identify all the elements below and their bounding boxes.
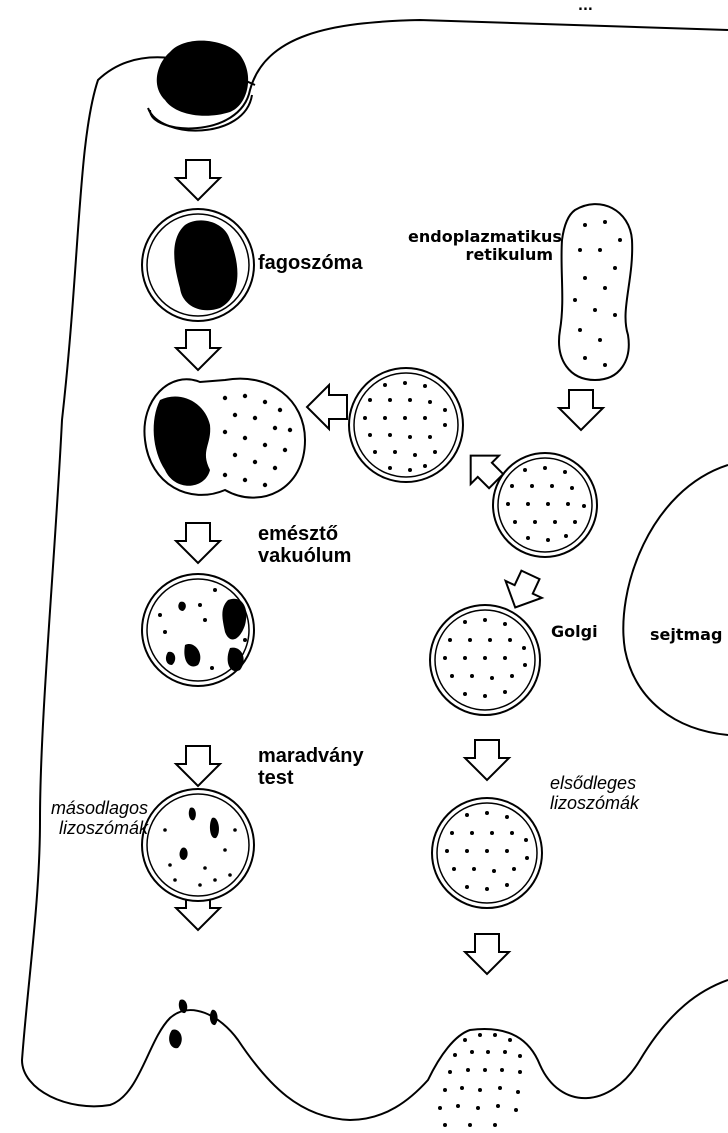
primary-lysosome-lower	[432, 798, 542, 908]
arrow-down-1	[176, 160, 220, 200]
golgi-derived-vesicle	[430, 605, 540, 715]
engulfed-particle	[157, 41, 248, 116]
phagosome	[142, 209, 254, 321]
primary-lysosome-upper	[349, 368, 463, 482]
arrow-down-2	[176, 330, 220, 370]
label-digestive-vacuole: emésztő vakuólum	[258, 523, 351, 568]
label-nucleus: sejtmag	[650, 626, 722, 644]
arrow-down-3	[176, 523, 220, 563]
excreted-remnants	[169, 999, 217, 1048]
endoplasmic-reticulum	[559, 204, 632, 380]
header-fragment: ...	[578, 0, 593, 15]
label-primary-lysosomes: elsődleges lizoszómák	[550, 773, 639, 813]
label-residual-body: maradvány test	[258, 745, 364, 790]
label-secondary-lysosomes: másodlagos lizoszómák	[0, 798, 148, 838]
arrow-left	[307, 385, 347, 429]
arrow-down-golgi	[465, 740, 509, 780]
exocytosis-dots	[438, 1033, 522, 1127]
golgi-vesicle	[493, 453, 597, 557]
residual-body	[142, 789, 254, 901]
label-phagosome: fagoszóma	[258, 252, 362, 274]
digestive-vacuole	[142, 574, 254, 686]
nucleus	[623, 465, 728, 735]
arrow-down-primary	[465, 934, 509, 974]
fusion-vesicle	[144, 379, 305, 498]
label-golgi: Golgi	[551, 623, 598, 641]
arrow-down-er	[559, 390, 603, 430]
label-endoplasmic-reticulum: endoplazmatikus retikulum	[408, 228, 553, 264]
cell-membrane	[22, 20, 728, 1120]
arrow-down-4	[176, 746, 220, 786]
